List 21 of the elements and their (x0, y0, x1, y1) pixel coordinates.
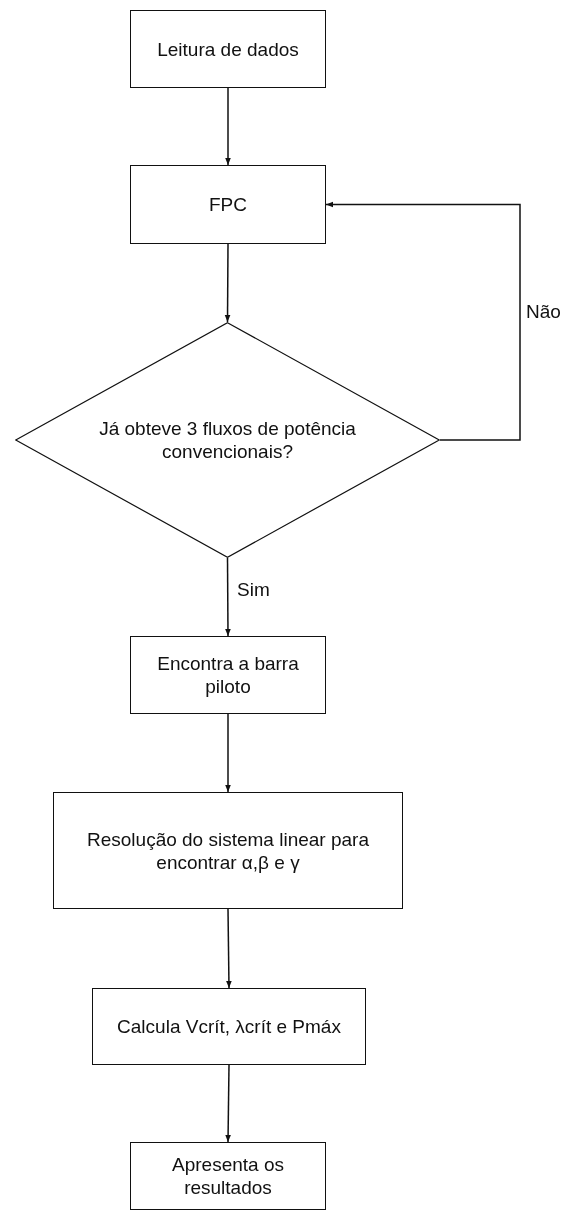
node-text: Encontra a barra piloto (156, 652, 300, 698)
process-box (130, 1142, 326, 1210)
decision-diamond (15, 322, 440, 558)
process-box (130, 10, 326, 88)
node-text: Apresenta os resultados (171, 1153, 285, 1199)
arrow (325, 201, 521, 441)
process-box (92, 988, 366, 1065)
arrow (225, 557, 231, 637)
node-text: Leitura de dados (157, 37, 299, 61)
arrow (224, 243, 231, 323)
arrow (225, 1064, 231, 1143)
node-text: FPC (209, 193, 247, 216)
node-text: Resolução do sistema linear para encontrar α,β e γ (86, 827, 370, 874)
arrow (225, 87, 231, 166)
arrow (226, 908, 232, 989)
process-box (130, 165, 326, 244)
arrow (225, 713, 231, 793)
process-box (53, 792, 403, 909)
node-text: Já obteve 3 fluxos de potência convencionais? (98, 417, 357, 463)
process-box (130, 636, 326, 714)
node-text: Calcula Vcrít, λcrít e Pmáx (117, 1015, 341, 1038)
